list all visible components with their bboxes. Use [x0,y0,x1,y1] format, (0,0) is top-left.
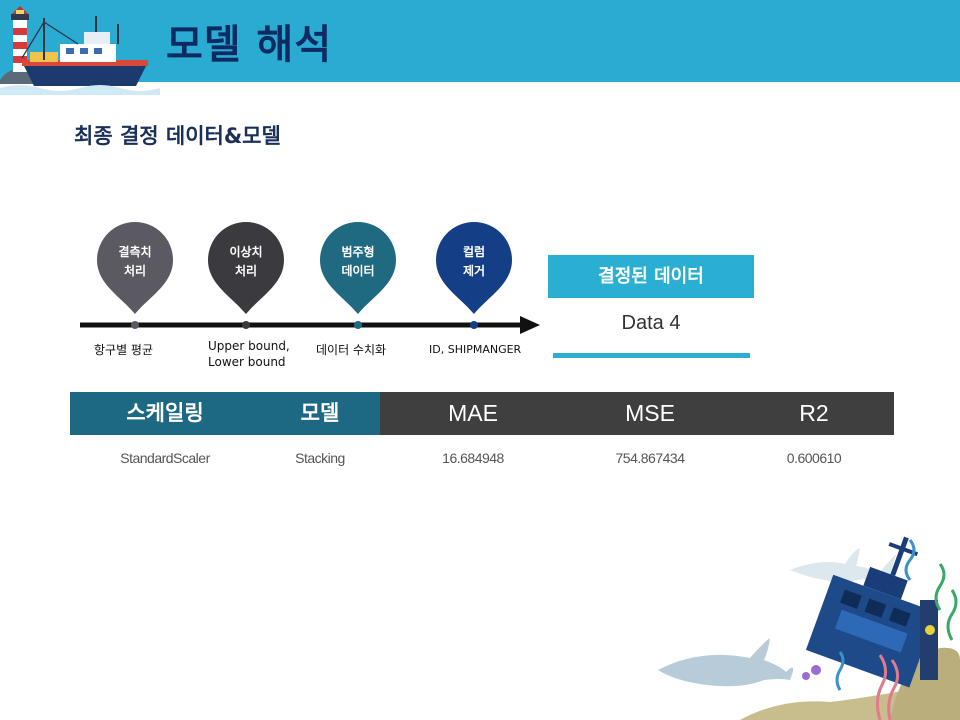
step-dot-1 [131,321,139,329]
step-4-note: ID, SHIPMANGER [429,343,522,356]
header-mse: MSE [566,392,734,435]
table-header-row: 스케일링 모델 MAE MSE R2 [70,392,894,435]
step-dot-4 [470,321,478,329]
header-r2: R2 [734,392,894,435]
header-bar [0,0,960,82]
step-pin-3 [320,222,396,314]
step-pin-1 [96,221,173,314]
step-1-note: 항구별 평균 [94,343,154,357]
step-pin-4 [436,222,512,314]
underwater-illustration [658,536,960,720]
header-mae: MAE [380,392,566,435]
result-underline [553,353,750,358]
header-model: 모델 [260,392,380,435]
step-pin-2 [208,222,284,314]
timeline-arrowhead [520,316,540,334]
section-subtitle: 최종 결정 데이터&모델 [74,124,281,148]
header-scaling: 스케일링 [70,392,260,435]
cell-scaler: StandardScaler [120,450,210,466]
step-3-note: 데이터 수치화 [316,343,387,357]
process-timeline [80,221,540,334]
result-value: Data 4 [621,312,681,334]
table-row: StandardScaler Stacking 16.684948 754.86… [70,450,894,466]
cell-mae: 16.684948 [442,450,504,466]
lighthouse-ship-illustration [0,6,160,95]
step-dot-3 [354,321,362,329]
cell-r2: 0.600610 [786,450,842,466]
page-title: 모델 해석 [166,22,333,68]
step-2-note: Upper bound,Lower bound [208,339,290,369]
result-title: 결정된 데이터 [548,255,754,298]
cell-mse: 754.867434 [615,450,685,466]
step-dot-2 [242,321,250,329]
cell-model: Stacking [295,450,345,466]
